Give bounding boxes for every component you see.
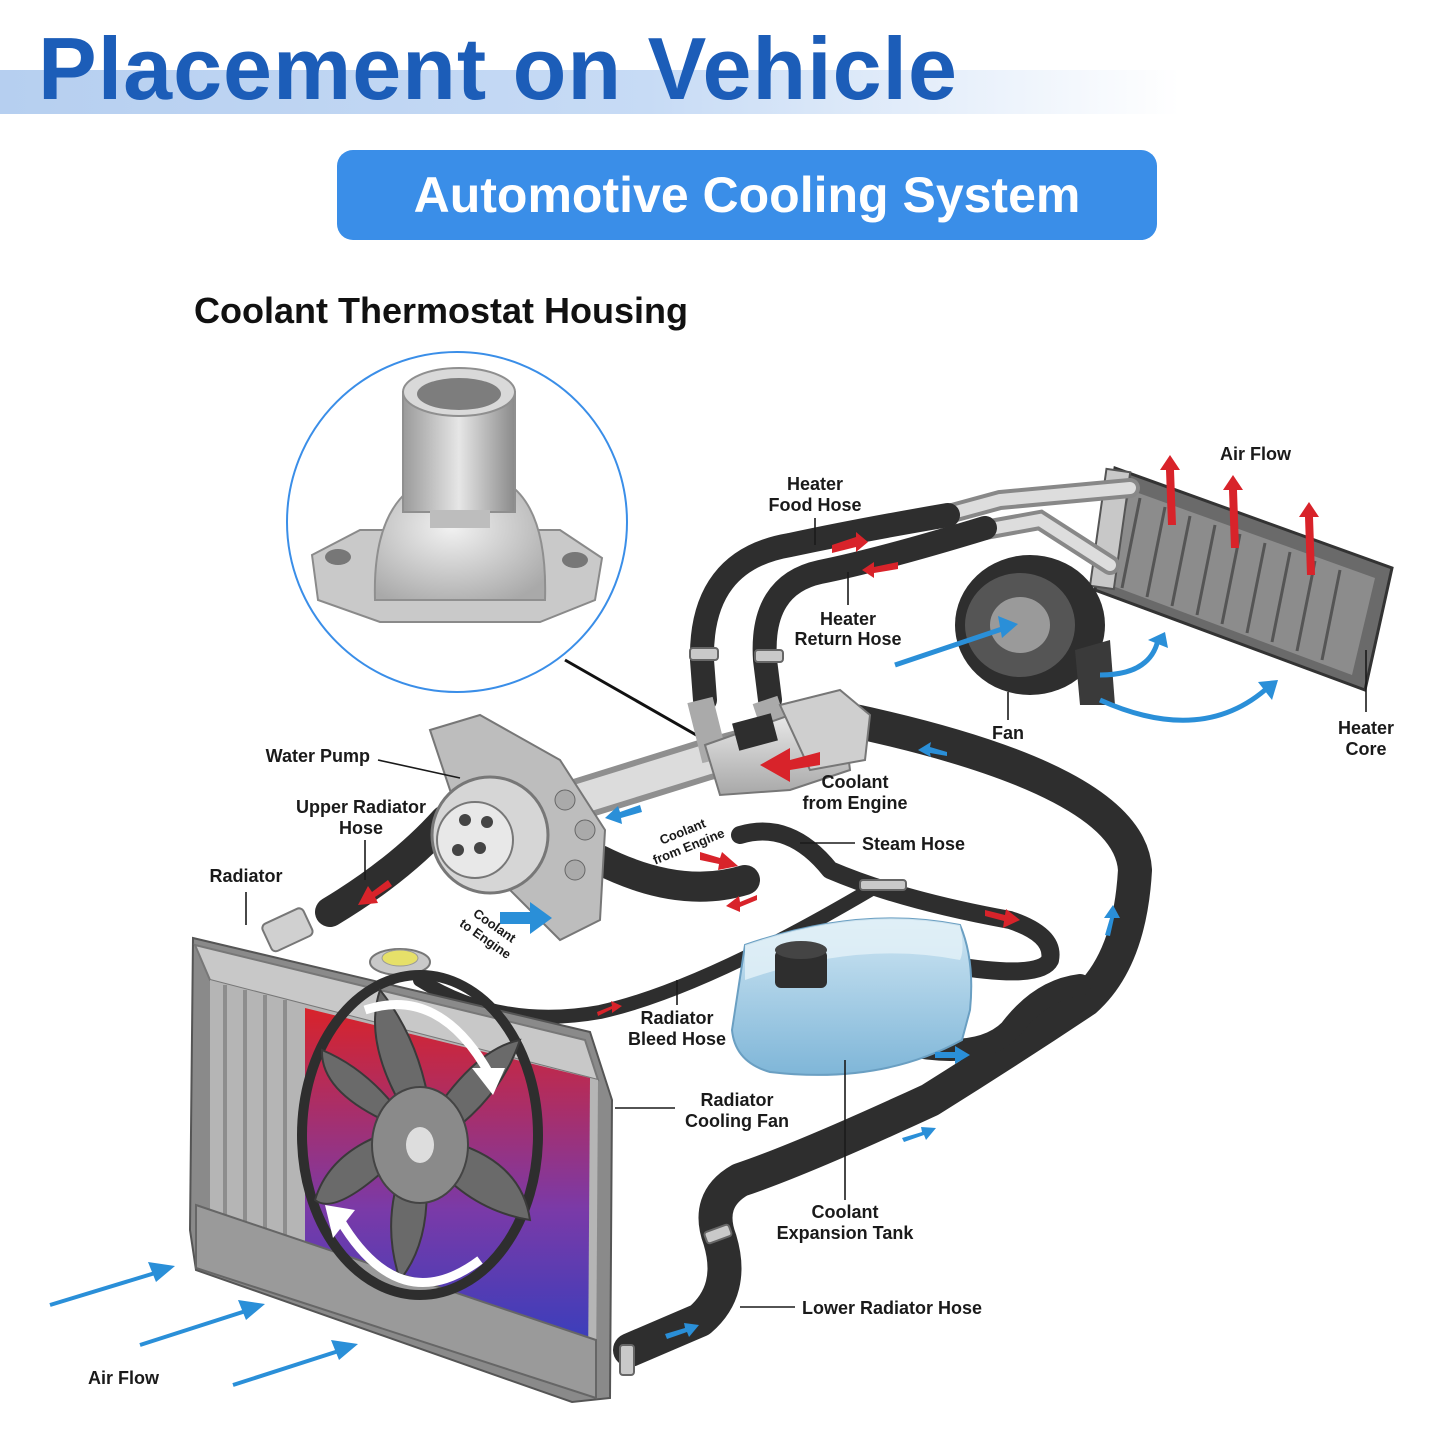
heater-tubes: [935, 478, 1140, 575]
label-air-flow-top: Air Flow: [1220, 444, 1292, 464]
label-radiator-cooling-fan-2: Cooling Fan: [685, 1111, 789, 1131]
hose-clamps: [619, 647, 907, 1376]
label-radiator: Radiator: [209, 866, 282, 886]
radiator-cooling-fan: [297, 970, 543, 1300]
heater-core: [1088, 465, 1394, 693]
subtitle-pill: Automotive Cooling System: [337, 150, 1157, 240]
label-air-flow-bottom: Air Flow: [88, 1368, 160, 1388]
label-heater-return-hose-1: Heater: [820, 609, 876, 629]
thermostat-housing-inset: [286, 351, 706, 742]
page-title: Placement on Vehicle: [38, 19, 958, 118]
engine-pipes: [539, 688, 872, 826]
thermostat-housing-image: [310, 367, 604, 623]
leader-lines: [245, 518, 1367, 1308]
label-heater-food-hose-2: Food Hose: [769, 495, 862, 515]
label-heater-core-1: Heater: [1338, 718, 1394, 738]
expansion-tank: [730, 917, 973, 1076]
label-radiator-bleed-hose-1: Radiator: [640, 1008, 713, 1028]
label-heater-core-2: Core: [1345, 739, 1386, 759]
label-radiator-bleed-hose-2: Bleed Hose: [628, 1029, 726, 1049]
label-steam-hose: Steam Hose: [862, 834, 965, 854]
cold-flow-arrows: [49, 616, 1278, 1387]
hot-flow-arrows: [358, 455, 1319, 1016]
heater-fan: [955, 555, 1115, 705]
label-fan: Fan: [992, 723, 1024, 743]
subtitle: Automotive Cooling System: [413, 167, 1081, 223]
label-coolant-from-engine-2: from Engine: [802, 793, 907, 813]
label-radiator-cooling-fan-1: Radiator: [700, 1090, 773, 1110]
label-lower-radiator-hose: Lower Radiator Hose: [802, 1298, 982, 1318]
label-upper-radiator-hose-1: Upper Radiator: [296, 797, 426, 817]
label-upper-radiator-hose-2: Hose: [339, 818, 383, 838]
label-coolant-from-engine-1: Coolant: [822, 772, 889, 792]
part-name: Coolant Thermostat Housing: [194, 290, 688, 331]
title-band: [0, 70, 1180, 114]
label-water-pump: Water Pump: [266, 746, 370, 766]
label-heater-food-hose-1: Heater: [787, 474, 843, 494]
label-coolant-expansion-tank-2: Expansion Tank: [777, 1223, 915, 1243]
label-coolant-expansion-tank-1: Coolant: [812, 1202, 879, 1222]
label-heater-return-hose-2: Return Hose: [794, 629, 901, 649]
water-pump: [428, 713, 607, 942]
